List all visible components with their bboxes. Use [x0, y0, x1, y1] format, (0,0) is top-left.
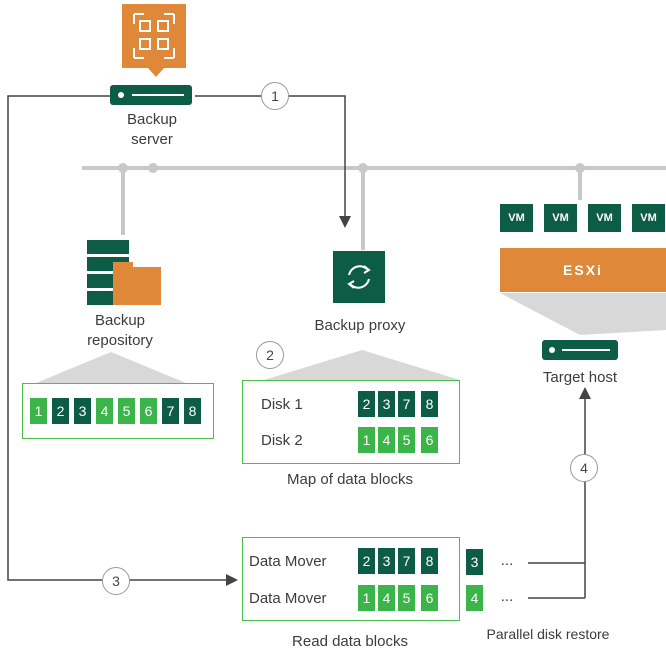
- map-block: 1: [358, 427, 375, 453]
- read-block: 3: [378, 548, 395, 574]
- map-block: 6: [421, 427, 438, 453]
- folder-icon: [113, 267, 161, 305]
- sync-icon: [347, 265, 371, 289]
- map-block: 7: [398, 391, 415, 417]
- repo-block: 7: [162, 398, 179, 424]
- repo-block: 2: [52, 398, 69, 424]
- ellipsis: ...: [500, 552, 514, 569]
- backup-server-icon: [110, 85, 192, 105]
- logo-pointer: [148, 68, 164, 77]
- parallel-label: Parallel disk restore: [486, 626, 610, 642]
- repo-block: 3: [74, 398, 91, 424]
- data-mover-label: Data Mover: [249, 553, 327, 570]
- step-4-badge: 4: [570, 454, 598, 482]
- backup-server-logo: [122, 4, 186, 68]
- read-block: 4: [378, 585, 395, 611]
- vm-icon: VM: [500, 204, 533, 232]
- read-block: 1: [358, 585, 375, 611]
- read-box: Data Mover Data Mover 2 3 7 8 1 4 5 6: [242, 537, 460, 621]
- repo-block: 8: [184, 398, 201, 424]
- backup-repository-label: Backup repository: [87, 312, 153, 349]
- repo-block: 4: [96, 398, 113, 424]
- map-block: 5: [398, 427, 415, 453]
- step-1-badge: 1: [261, 82, 289, 110]
- disk1-label: Disk 1: [261, 396, 303, 413]
- map-block: 4: [378, 427, 395, 453]
- backup-server-label: Backup server: [126, 111, 178, 148]
- step-3-badge: 3: [102, 567, 130, 595]
- parallel-block: 4: [466, 585, 483, 611]
- esxi-bar: ESXi: [500, 248, 666, 292]
- map-block: 2: [358, 391, 375, 417]
- vm-icon: VM: [544, 204, 577, 232]
- vm-icon: VM: [632, 204, 665, 232]
- backup-repository-icon: [87, 240, 167, 306]
- repo-block: 1: [30, 398, 47, 424]
- backup-proxy-label: Backup proxy: [314, 317, 406, 334]
- target-host-label: Target host: [542, 369, 618, 386]
- read-block: 5: [398, 585, 415, 611]
- map-box: Disk 1 Disk 2 2 3 7 8 1 4 5 6: [242, 380, 460, 464]
- backup-proxy-icon: [333, 251, 385, 303]
- repo-block: 6: [140, 398, 157, 424]
- map-block: 8: [421, 391, 438, 417]
- data-mover-label: Data Mover: [249, 590, 327, 607]
- read-block: 8: [421, 548, 438, 574]
- read-block: 6: [421, 585, 438, 611]
- read-block: 2: [358, 548, 375, 574]
- parallel-block: 3: [466, 549, 483, 575]
- disk2-label: Disk 2: [261, 432, 303, 449]
- target-host-icon: [542, 340, 618, 360]
- step-2-badge: 2: [256, 341, 284, 369]
- veeam-logo-icon: [133, 13, 175, 59]
- repository-blocks-box: 1 2 3 4 5 6 7 8: [22, 383, 214, 439]
- read-title: Read data blocks: [292, 633, 408, 650]
- map-block: 3: [378, 391, 395, 417]
- ellipsis: ...: [500, 588, 514, 605]
- map-title: Map of data blocks: [287, 471, 413, 488]
- repo-block: 5: [118, 398, 135, 424]
- read-block: 7: [398, 548, 415, 574]
- vm-icon: VM: [588, 204, 621, 232]
